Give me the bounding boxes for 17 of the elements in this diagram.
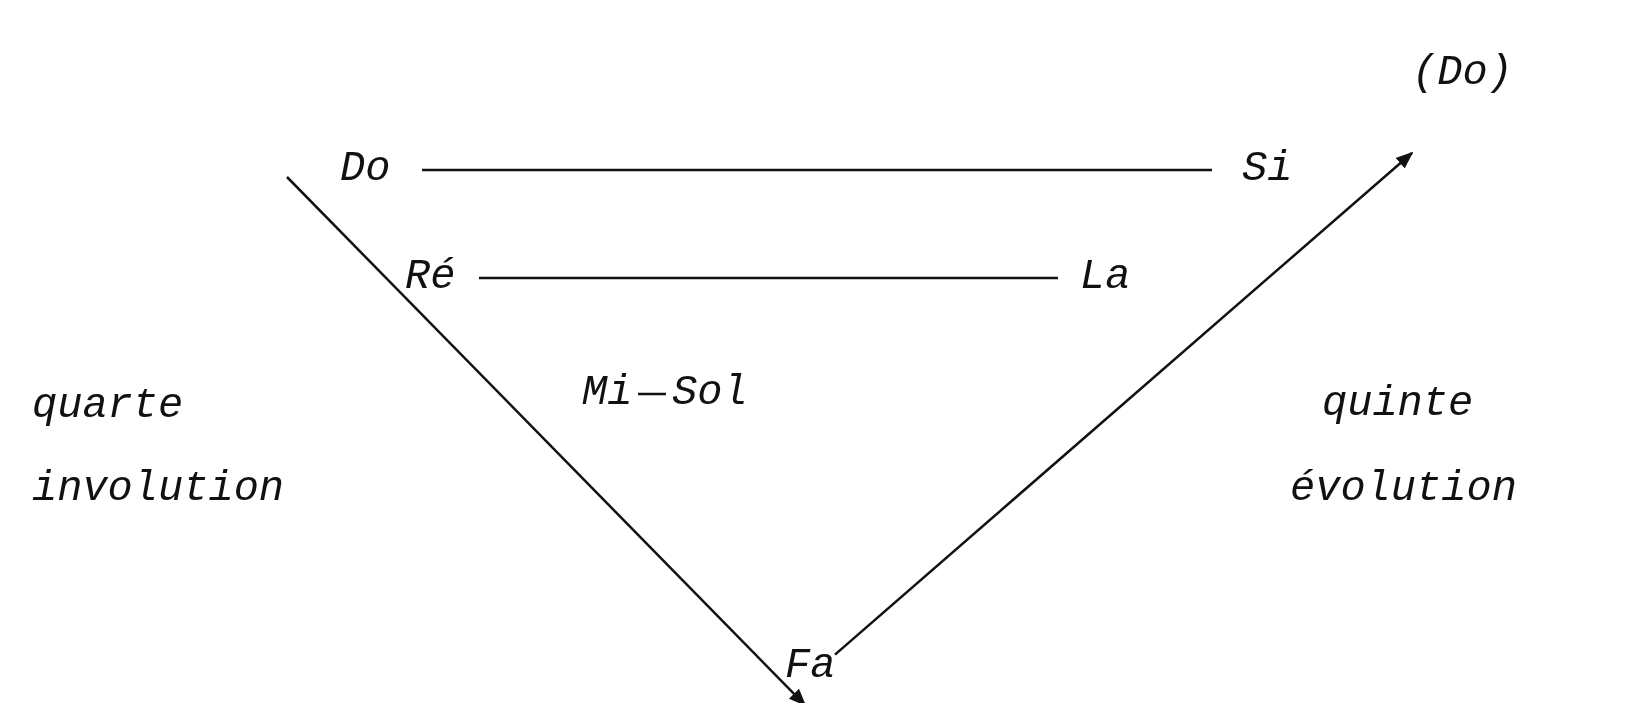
note-name: (Do) <box>1412 52 1514 99</box>
note-name: La <box>1080 256 1132 298</box>
note-name: Ré <box>405 256 457 298</box>
side-label: quarte <box>32 385 184 427</box>
connector-line <box>638 392 666 396</box>
arrow <box>834 151 1414 656</box>
note-name: Sol <box>672 372 748 414</box>
note-name: Fa <box>785 645 835 687</box>
connector-line <box>422 168 1212 172</box>
arrow <box>286 176 807 703</box>
side-label: quinte <box>1322 383 1474 425</box>
side-label: évolution <box>1290 468 1517 510</box>
side-label: involution <box>32 468 285 510</box>
note-name: Si <box>1242 148 1292 190</box>
note-name: Mi <box>582 372 632 414</box>
connector-line <box>479 276 1058 280</box>
note-name: Do <box>340 148 392 190</box>
